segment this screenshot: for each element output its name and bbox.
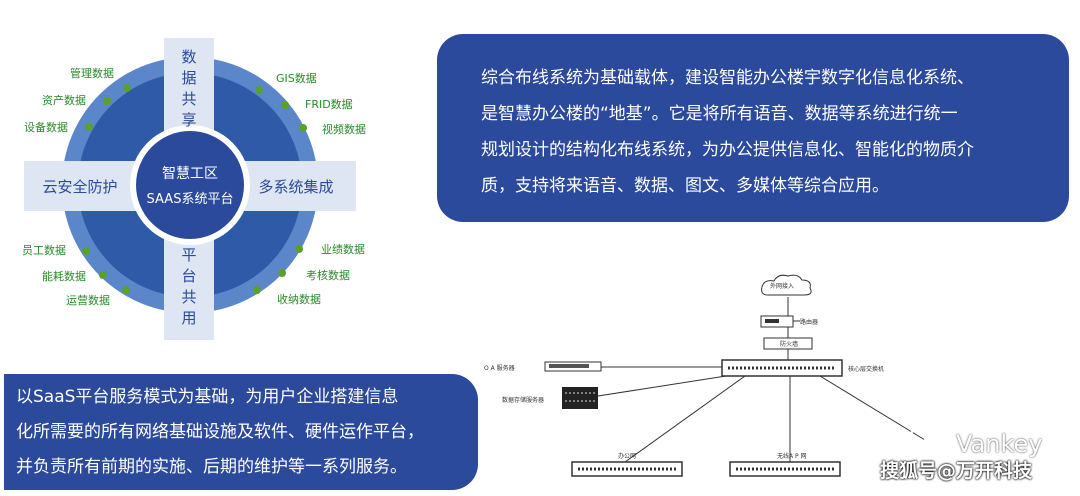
panel-line: 综合布线系统为基础载体，建设智能办公楼宇数字化信息化系统、 bbox=[481, 68, 974, 88]
center-circle bbox=[136, 131, 244, 239]
panel-line: 是智慧办公楼的“地基”。它是将所有语音、数据等系统进行统一 bbox=[481, 104, 958, 124]
panel-line: 规划设计的结构化布线系统，为办公提供信息化、智能化的物质介 bbox=[481, 140, 974, 160]
right-text-panel: 综合布线系统为基础载体，建设智能办公楼宇数字化信息化系统、 是智慧办公楼的“地基… bbox=[437, 34, 1069, 222]
platform-wheel: 智慧工区 SAAS系统平台 数据共享 平台共用 云安全防护 多系统集成 管理数据… bbox=[22, 38, 366, 340]
oa-server-label: O A 服务器 bbox=[484, 364, 515, 372]
data-dot bbox=[99, 271, 107, 279]
internet-label: 外网接入 bbox=[770, 282, 794, 290]
data-dot bbox=[85, 123, 93, 131]
panel-line: 质，支持将来语音、数据、图文、多媒体等综合应用。 bbox=[481, 176, 889, 196]
wireless-net-label: 无线A P 网 bbox=[777, 452, 807, 460]
data-dot bbox=[299, 124, 307, 132]
center-subtitle: SAAS系统平台 bbox=[147, 192, 234, 207]
data-item-gis: GIS数据 bbox=[276, 71, 317, 85]
data-item-equipment: 设备数据 bbox=[24, 120, 68, 134]
firewall-label: 防火墙 bbox=[780, 340, 798, 348]
center-title: 智慧工区 bbox=[162, 166, 218, 182]
data-item-management: 管理数据 bbox=[70, 66, 114, 80]
arm-bottom-label: 平台共用 bbox=[181, 246, 196, 327]
arm-label-char: 共 bbox=[181, 288, 196, 306]
arm-label-char: 数 bbox=[181, 48, 196, 66]
arm-left-label: 云安全防护 bbox=[42, 178, 117, 196]
data-item-assessment: 考核数据 bbox=[306, 268, 350, 282]
panel-line: 并负责所有前期的实施、后期的维护等一系列服务。 bbox=[16, 457, 407, 477]
data-dot bbox=[123, 84, 131, 92]
arm-label-char: 用 bbox=[181, 309, 196, 327]
data-item-video: 视频数据 bbox=[322, 122, 366, 136]
link bbox=[597, 375, 727, 397]
watermark-caption: 搜狐号@万开科技 bbox=[880, 460, 1033, 482]
data-dot bbox=[103, 97, 111, 105]
data-item-assets: 资产数据 bbox=[42, 93, 86, 107]
panel-line: 以SaaS平台服务模式为基础，为用户企业搭建信息 bbox=[16, 387, 399, 407]
core-switch-label: 核心层交换机 bbox=[848, 365, 884, 373]
internet-cloud-icon bbox=[761, 274, 812, 296]
office-net-label: 办公网 bbox=[618, 452, 636, 460]
arm-right-label: 多系统集成 bbox=[258, 178, 333, 196]
data-item-staff: 员工数据 bbox=[22, 243, 66, 257]
left-text-panel: 以SaaS平台服务模式为基础，为用户企业搭建信息 化所需要的所有网络基础设施及软… bbox=[4, 374, 478, 490]
router-label: 路由器 bbox=[800, 318, 818, 326]
data-item-frid: FRID数据 bbox=[305, 97, 353, 111]
storage-server-icon bbox=[562, 387, 598, 409]
data-item-operations: 运营数据 bbox=[66, 293, 110, 307]
arm-label-char: 据 bbox=[181, 69, 196, 87]
watermark-brand: Vankey bbox=[956, 430, 1043, 458]
router-detail bbox=[765, 319, 779, 323]
data-dot bbox=[295, 245, 303, 253]
link bbox=[624, 375, 746, 463]
arm-label-char: 享 bbox=[181, 111, 196, 129]
data-dot bbox=[253, 286, 261, 294]
arm-top-label: 数据共享 bbox=[181, 48, 196, 129]
arm-label-char: 共 bbox=[181, 90, 196, 108]
panel-line: 化所需要的所有网络基础设施及软件、硬件运作平台， bbox=[16, 422, 424, 442]
oa-server-detail bbox=[549, 364, 589, 368]
data-dot bbox=[278, 269, 286, 277]
arm-label-char: 台 bbox=[181, 267, 196, 285]
storage-server-label: 数据存储服务器 bbox=[502, 396, 544, 404]
data-dot bbox=[82, 247, 90, 255]
arm-label-char: 平 bbox=[181, 246, 196, 264]
wechat-logo-icon bbox=[905, 429, 945, 456]
data-dot bbox=[122, 286, 130, 294]
data-dot bbox=[255, 86, 263, 94]
link bbox=[819, 375, 926, 441]
network-topology bbox=[544, 274, 926, 477]
data-dot bbox=[281, 101, 289, 109]
data-item-energy: 能耗数据 bbox=[42, 269, 86, 283]
data-item-performance: 业绩数据 bbox=[321, 242, 365, 256]
data-item-revenue: 收纳数据 bbox=[277, 292, 321, 306]
